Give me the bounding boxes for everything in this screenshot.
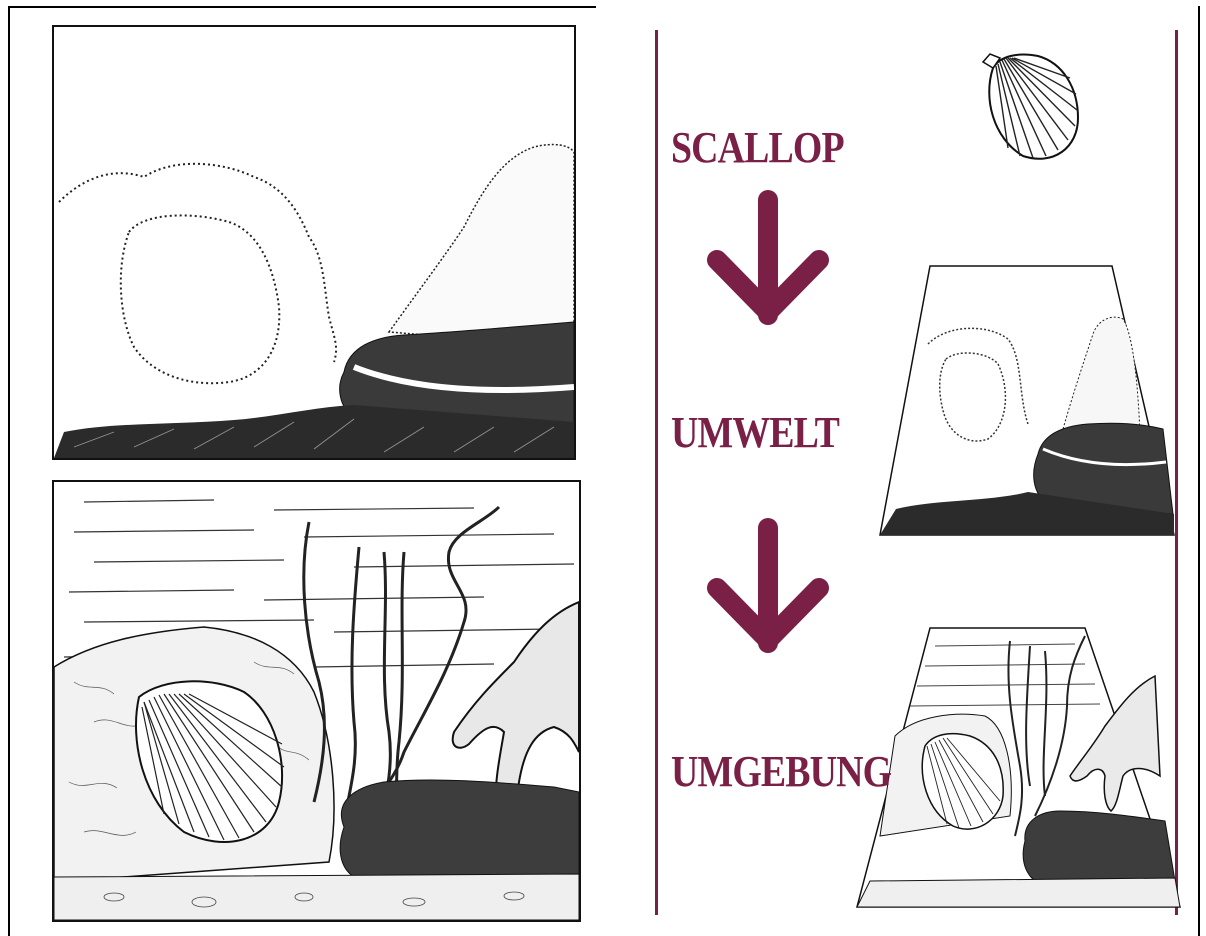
down-arrow-icon: [705, 518, 831, 663]
frame-left-edge: [8, 6, 10, 936]
dotted-outline-inner: [121, 215, 280, 383]
scallop-shell-icon: [978, 48, 1083, 171]
frame-top-rule: [8, 6, 596, 8]
label-umwelt: UMWELT: [671, 411, 839, 455]
label-scallop: SCALLOP: [671, 126, 844, 170]
left-divider-rule: [655, 30, 658, 915]
dotted-rock: [389, 145, 574, 347]
dotted-outline-outer: [59, 164, 336, 362]
label-umgebung: UMGEBUNG: [671, 750, 891, 794]
umwelt-thumbnail: [878, 264, 1178, 544]
seafloor: [54, 874, 579, 920]
down-arrow-icon: [705, 190, 831, 335]
frame-right-edge: [1198, 6, 1200, 936]
dark-boulder: [340, 780, 579, 877]
umgebung-illustration-panel: [52, 480, 581, 922]
umwelt-illustration-panel: [52, 25, 576, 460]
umwelt-illustration: [54, 27, 574, 458]
umgebung-illustration: [54, 482, 579, 920]
umgebung-thumbnail: [855, 626, 1185, 916]
